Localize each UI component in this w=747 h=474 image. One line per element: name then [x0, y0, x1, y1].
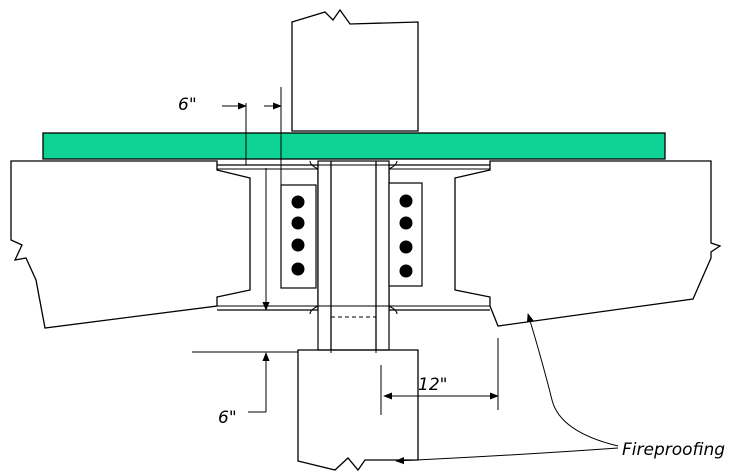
bolt-icon	[399, 194, 413, 208]
bolt-icon	[291, 195, 305, 209]
bolt-icon	[399, 264, 413, 278]
fireproofing-leaders	[395, 313, 619, 465]
side-offset-dimension	[380, 338, 499, 415]
bolt-icon	[399, 240, 413, 254]
lower-column-fireproofing	[297, 349, 419, 472]
bolt-icon	[291, 262, 305, 276]
bolt-icon	[291, 238, 305, 252]
top-offset-dimension	[222, 87, 282, 311]
column-web	[317, 160, 390, 351]
top-offset-label: 6"	[178, 95, 197, 115]
bottom-offset-label: 6"	[218, 408, 237, 428]
weld-marks	[309, 160, 398, 315]
bolt-icon	[291, 216, 305, 230]
floor-slab	[42, 132, 666, 160]
bolt-icon	[399, 216, 413, 230]
upper-column-fireproofing	[291, 8, 419, 132]
side-offset-label: 12"	[418, 375, 447, 395]
left-beam-fireproofing	[10, 160, 251, 329]
right-beam-fireproofing	[454, 160, 722, 327]
bottom-offset-dimension	[192, 351, 298, 413]
left-shear-plate	[280, 184, 317, 289]
right-shear-plate	[388, 182, 423, 287]
fireproofing-label: Fireproofing	[622, 440, 725, 460]
